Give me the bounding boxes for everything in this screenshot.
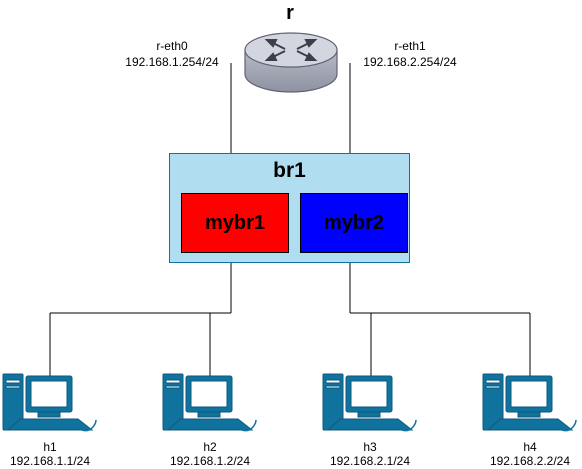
r-eth1-name: r-eth1 bbox=[394, 39, 426, 53]
host-h4-icon bbox=[482, 373, 577, 432]
r-eth1-ip: 192.168.2.254/24 bbox=[363, 55, 457, 69]
host-h2-ip: 192.168.1.2/24 bbox=[169, 454, 251, 468]
host-h3-ip: 192.168.2.1/24 bbox=[329, 454, 411, 468]
host-h1-ip: 192.168.1.1/24 bbox=[9, 454, 91, 468]
r-eth0-ip: 192.168.1.254/24 bbox=[125, 55, 219, 69]
host-h4-name: h4 bbox=[523, 440, 537, 454]
host-h1-name: h1 bbox=[43, 440, 57, 454]
host-h2-name: h2 bbox=[203, 440, 217, 454]
router-icon bbox=[244, 32, 338, 93]
host-h4-ip: 192.168.2.2/24 bbox=[489, 454, 571, 468]
bridge-mybr2: mybr2 bbox=[300, 193, 408, 253]
bridge-br1: br1 mybr1 mybr2 bbox=[169, 153, 410, 263]
host-h2-icon bbox=[162, 373, 257, 432]
router-name: r bbox=[286, 2, 294, 24]
host-h1-icon bbox=[2, 373, 97, 432]
bridge-title: br1 bbox=[273, 159, 306, 182]
r-eth0-name: r-eth0 bbox=[156, 39, 188, 53]
bridge-mybr1: mybr1 bbox=[181, 193, 289, 253]
host-h3-name: h3 bbox=[363, 440, 377, 454]
host-h3-icon bbox=[322, 373, 417, 432]
